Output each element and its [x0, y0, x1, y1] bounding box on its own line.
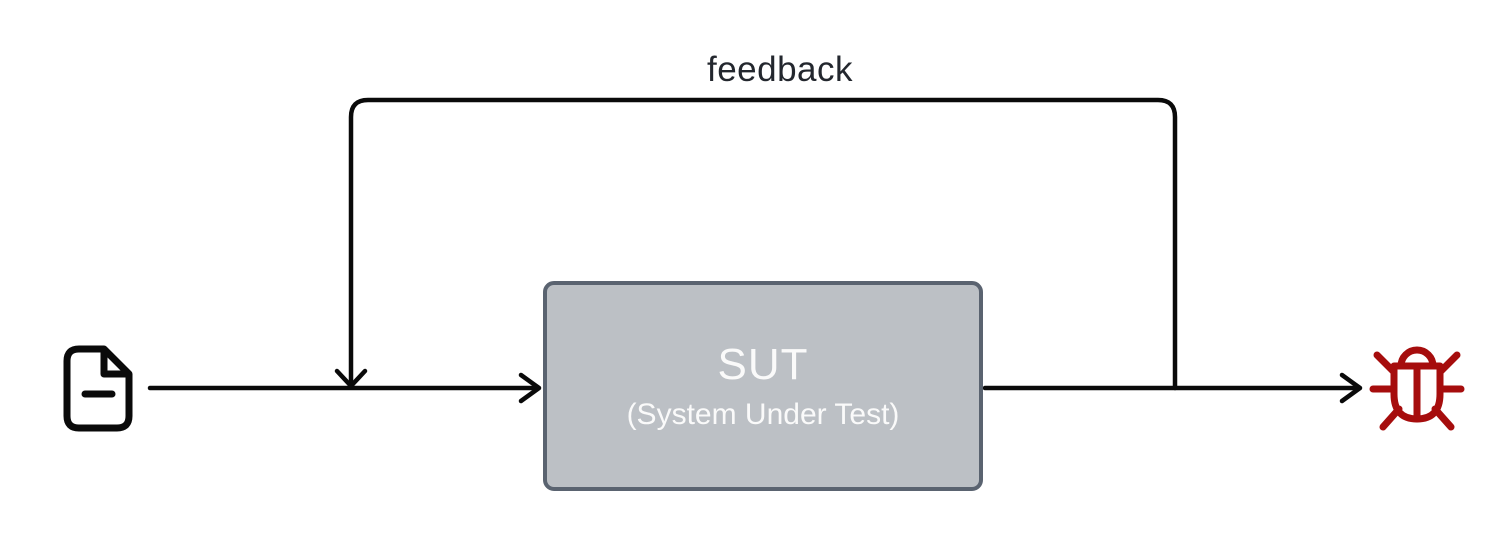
sut-box: SUT (System Under Test)	[543, 281, 983, 491]
input-arrow	[147, 372, 542, 404]
feedback-label: feedback	[706, 50, 854, 89]
output-arrow	[982, 372, 1363, 404]
bug-icon	[1369, 346, 1465, 431]
sut-box-subtitle: (System Under Test)	[626, 397, 900, 431]
sut-box-title: SUT	[717, 340, 809, 390]
document-icon	[63, 345, 133, 432]
feedback-arrow	[334, 97, 1178, 391]
